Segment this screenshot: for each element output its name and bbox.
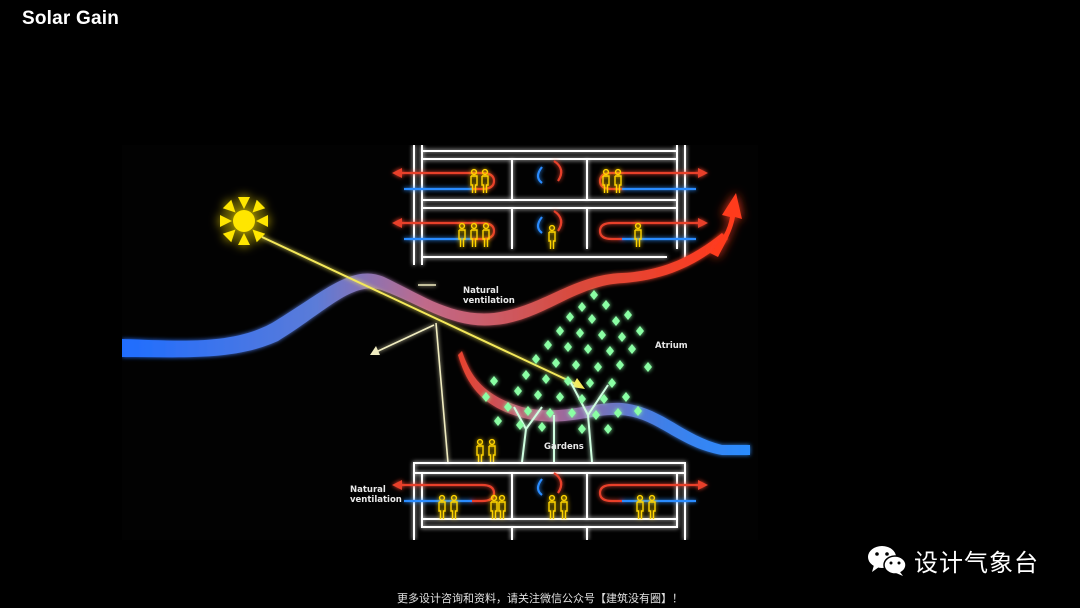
watermark: 设计气象台 (866, 542, 1039, 578)
lower-people (438, 494, 656, 520)
tree-icon (482, 290, 652, 463)
airflow-ribbon-low (458, 351, 750, 455)
upper-people (458, 168, 642, 250)
wechat-icon (868, 546, 907, 576)
upper-arrowheads (392, 168, 708, 228)
airflow-arrow-icon (710, 193, 742, 257)
solar-ray (261, 236, 579, 386)
watermark-text: 设计气象台 (914, 548, 1039, 577)
airflow-ribbon-top (122, 233, 728, 358)
upper-building (413, 145, 686, 265)
lower-airflows (398, 472, 702, 503)
footer-text: 更多设计咨询和资料，请关注微信公众号【建筑没有圈】！ (397, 592, 683, 605)
lower-arrowheads (392, 480, 708, 490)
sun-icon (220, 197, 268, 245)
lower-building (413, 462, 686, 540)
section-diagram: Natural ventilation Atrium Gardens Natur… (122, 145, 758, 540)
reflected-ray-arrowhead (370, 346, 380, 355)
label-natural-ventilation-top: Natural ventilation (463, 286, 515, 306)
solar-ray-arrowhead (572, 378, 585, 389)
diagram-canvas: Natural ventilation Atrium Gardens Natur… (122, 145, 750, 540)
label-gardens: Gardens (544, 442, 584, 452)
label-atrium: Atrium (655, 341, 688, 351)
reflector (375, 284, 449, 464)
garden-people (476, 438, 496, 464)
label-natural-ventilation-bottom: Natural ventilation (350, 485, 402, 505)
slide-title: Solar Gain (22, 8, 120, 29)
